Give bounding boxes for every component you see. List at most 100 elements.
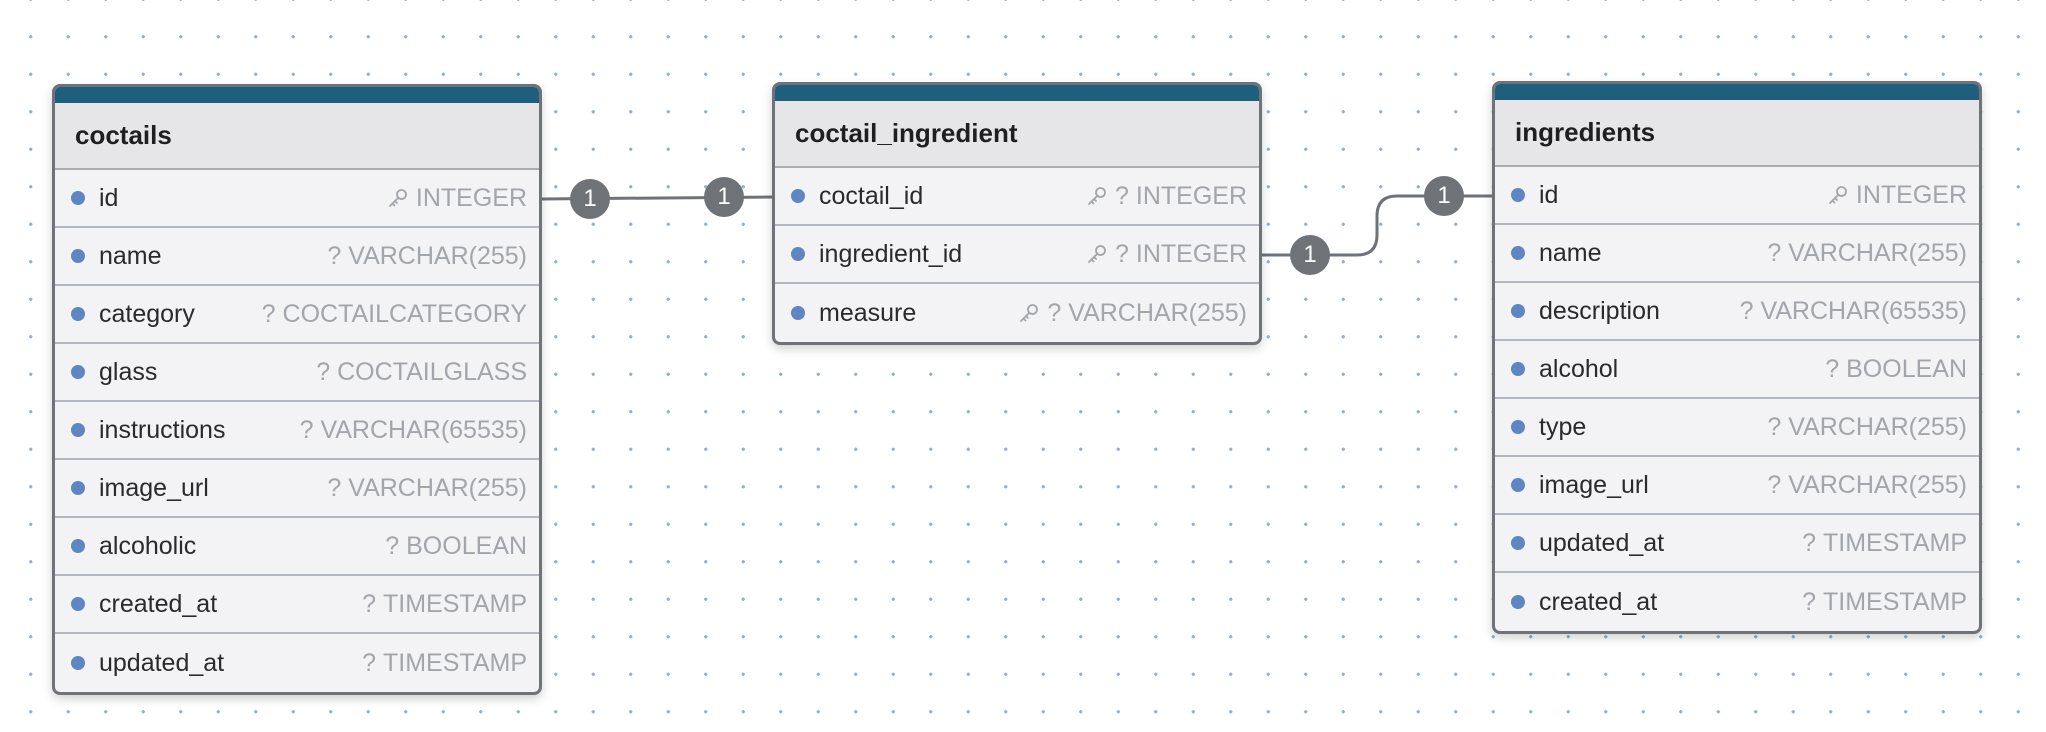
column-type-label: VARCHAR(255) <box>348 241 527 270</box>
column-type: ? VARCHAR(255) <box>327 242 527 271</box>
column-name: id <box>1539 180 1559 209</box>
key-icon <box>1085 184 1109 208</box>
column-name: name <box>1539 238 1602 267</box>
column-type-label: TIMESTAMP <box>1823 587 1967 616</box>
table-title[interactable]: ingredients <box>1495 100 1979 167</box>
column-type-label: VARCHAR(255) <box>1788 470 1967 499</box>
column-row[interactable]: alcohol? BOOLEAN <box>1495 341 1979 399</box>
column-row[interactable]: measure ? VARCHAR(255) <box>775 284 1259 342</box>
column-type-label: COCTAILGLASS <box>337 357 527 386</box>
column-name: measure <box>819 298 917 327</box>
column-dot-icon <box>71 423 85 437</box>
nullable-marker: ? <box>1767 238 1789 267</box>
column-dot-icon <box>71 307 85 321</box>
column-type-label: INTEGER <box>1135 181 1247 210</box>
column-name: type <box>1539 412 1587 441</box>
column-dot-icon <box>791 189 805 203</box>
column-dot-icon <box>71 597 85 611</box>
column-dot-icon <box>1511 188 1525 202</box>
key-icon <box>1085 242 1109 266</box>
key-icon <box>1017 301 1041 325</box>
column-row[interactable]: updated_at? TIMESTAMP <box>55 634 539 692</box>
column-dot-icon <box>1511 362 1525 376</box>
column-type-label: VARCHAR(65535) <box>1760 296 1967 325</box>
column-name: alcoholic <box>99 531 197 560</box>
column-row[interactable]: glass? COCTAILGLASS <box>55 344 539 402</box>
nullable-marker: ? <box>1739 296 1761 325</box>
column-name: updated_at <box>99 648 225 677</box>
column-dot-icon <box>1511 304 1525 318</box>
column-dot-icon <box>1511 536 1525 550</box>
column-dot-icon <box>791 306 805 320</box>
column-row[interactable]: instructions? VARCHAR(65535) <box>55 402 539 460</box>
nullable-marker: ? <box>316 357 338 386</box>
column-type-label: COCTAILCATEGORY <box>282 299 527 328</box>
nullable-marker: ? <box>299 415 321 444</box>
column-type-label: BOOLEAN <box>406 531 527 560</box>
column-row[interactable]: alcoholic ? BOOLEAN <box>55 518 539 576</box>
column-type: ? TIMESTAMP <box>362 590 527 619</box>
column-dot-icon <box>71 365 85 379</box>
column-row[interactable]: created_at ? TIMESTAMP <box>55 576 539 634</box>
column-row[interactable]: name? VARCHAR(255) <box>1495 225 1979 283</box>
key-icon <box>1826 183 1850 207</box>
nullable-marker: ? <box>261 299 283 328</box>
key-icon <box>386 186 410 210</box>
column-type-label: VARCHAR(65535) <box>320 415 527 444</box>
table-title[interactable]: coctail_ingredient <box>775 101 1259 168</box>
nullable-marker: ? <box>1767 470 1789 499</box>
column-row[interactable]: image_url? VARCHAR(255) <box>1495 457 1979 515</box>
column-row[interactable]: category? COCTAILCATEGORY <box>55 286 539 344</box>
column-type-label: VARCHAR(255) <box>1068 298 1247 327</box>
column-name: description <box>1539 296 1660 325</box>
cardinality-badge: 1 <box>1290 235 1330 275</box>
column-name: category <box>99 299 195 328</box>
column-dot-icon <box>71 656 85 670</box>
column-row[interactable]: description? VARCHAR(65535) <box>1495 283 1979 341</box>
column-name: image_url <box>1539 470 1649 499</box>
column-type-label: TIMESTAMP <box>383 589 527 618</box>
nullable-marker: ? <box>362 648 384 677</box>
column-dot-icon <box>71 249 85 263</box>
column-type: ? COCTAILCATEGORY <box>262 300 527 329</box>
column-row[interactable]: created_at? TIMESTAMP <box>1495 573 1979 631</box>
column-dot-icon <box>791 247 805 261</box>
column-name: ingredient_id <box>819 239 963 268</box>
nullable-marker: ? <box>1115 181 1136 210</box>
column-type: ? VARCHAR(65535) <box>1740 297 1967 326</box>
column-type: ? COCTAILGLASS <box>316 358 527 387</box>
column-row[interactable]: updated_at? TIMESTAMP <box>1495 515 1979 573</box>
column-type-label: TIMESTAMP <box>1823 528 1967 557</box>
column-row[interactable]: name? VARCHAR(255) <box>55 228 539 286</box>
column-type: ? BOOLEAN <box>385 532 527 561</box>
table-title[interactable]: coctails <box>55 103 539 170</box>
column-type: INTEGER <box>386 184 527 213</box>
column-type: ? INTEGER <box>1085 240 1247 269</box>
column-name: alcohol <box>1539 354 1619 383</box>
table-color-bar <box>1495 84 1979 100</box>
column-row[interactable]: coctail_id? INTEGER <box>775 168 1259 226</box>
column-type: ? VARCHAR(255) <box>1017 299 1247 328</box>
column-row[interactable]: image_url? VARCHAR(255) <box>55 460 539 518</box>
nullable-marker: ? <box>327 241 349 270</box>
column-name: created_at <box>1539 587 1658 616</box>
column-type: ? TIMESTAMP <box>1802 529 1967 558</box>
column-type: ? VARCHAR(255) <box>1767 413 1967 442</box>
column-type-label: INTEGER <box>415 183 527 212</box>
nullable-marker: ? <box>1802 528 1824 557</box>
nullable-marker: ? <box>1767 412 1789 441</box>
column-name: name <box>99 241 162 270</box>
cardinality-badge: 1 <box>704 177 744 218</box>
column-type: ? INTEGER <box>1085 182 1247 211</box>
column-type-label: VARCHAR(255) <box>1788 412 1967 441</box>
column-type: ? VARCHAR(255) <box>327 474 527 503</box>
column-row[interactable]: ingredient_id ? INTEGER <box>775 226 1259 284</box>
column-row[interactable]: type? VARCHAR(255) <box>1495 399 1979 457</box>
column-name: created_at <box>99 589 218 618</box>
